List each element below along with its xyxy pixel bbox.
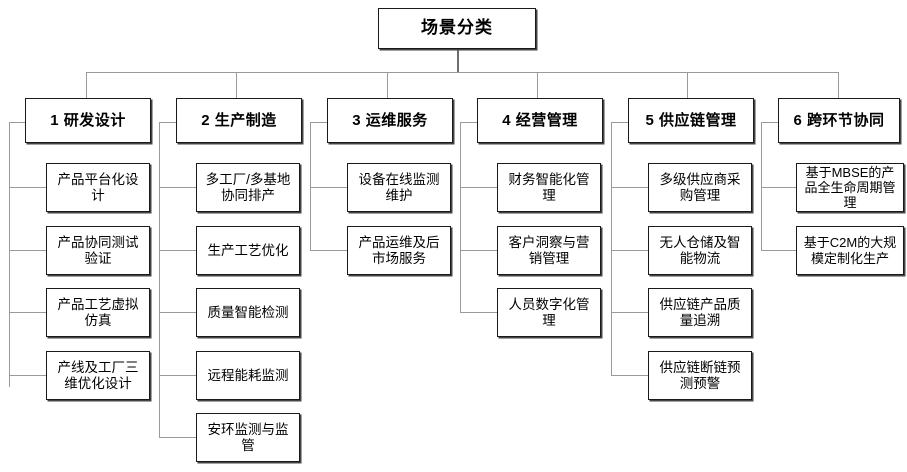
- branch-4-child-stub-3: [460, 312, 497, 313]
- root-node-scene-classification[interactable]: 场景分类: [378, 8, 536, 49]
- branch-drop-3: [387, 72, 388, 98]
- branch-4-child-stub-1: [460, 187, 497, 188]
- branch-1-child-2-label: 产品协同测试验证: [57, 234, 139, 266]
- branch-1-child-3[interactable]: 产品工艺虚拟仿真: [46, 288, 150, 337]
- branch-1-child-stub-3: [9, 312, 46, 313]
- branch-3-child-1[interactable]: 设备在线监测维护: [347, 163, 451, 212]
- branch-3-child-1-label: 设备在线监测维护: [358, 171, 440, 203]
- branch-5-child-2[interactable]: 无人仓储及智能物流: [648, 226, 752, 275]
- branch-6-child-stub-1: [761, 187, 796, 188]
- branch-header-5-label: 5 供应链管理: [645, 111, 737, 129]
- branch-drop-6: [838, 72, 839, 98]
- branch-2-child-2-label: 生产工艺优化: [207, 242, 289, 258]
- branch-2-child-3-label: 质量智能检测: [207, 304, 289, 320]
- branch-2-child-stub-4: [159, 375, 196, 376]
- root-node-label: 场景分类: [421, 18, 493, 38]
- branch-6-child-2-label: 基于C2M的大规模定制化生产: [803, 235, 897, 266]
- branch-2-head-stub: [159, 122, 176, 123]
- branch-header-5[interactable]: 5 供应链管理: [628, 98, 754, 143]
- branch-6-child-1[interactable]: 基于MBSE的产品全生命周期管理: [796, 163, 904, 212]
- branch-5-child-1-label: 多级供应商采购管理: [659, 171, 741, 203]
- branch-5-child-1[interactable]: 多级供应商采购管理: [648, 163, 752, 212]
- branch-2-child-2[interactable]: 生产工艺优化: [196, 226, 300, 275]
- branch-1-child-4[interactable]: 产线及工厂三维优化设计: [46, 351, 150, 400]
- branch-5-child-3[interactable]: 供应链产品质量追溯: [648, 288, 752, 337]
- branch-2-child-4-label: 远程能耗监测: [207, 367, 289, 383]
- branch-header-6-label: 6 跨环节协同: [793, 111, 885, 129]
- branch-1-child-2[interactable]: 产品协同测试验证: [46, 226, 150, 275]
- branch-2-child-3[interactable]: 质量智能检测: [196, 288, 300, 337]
- branch-2-child-stub-1: [159, 187, 196, 188]
- branch-1-child-stub-1: [9, 187, 46, 188]
- branch-drop-4: [537, 72, 538, 98]
- branch-5-spine: [611, 122, 612, 375]
- branch-2-child-4[interactable]: 远程能耗监测: [196, 351, 300, 400]
- branch-header-6[interactable]: 6 跨环节协同: [778, 98, 900, 143]
- branch-1-child-1-label: 产品平台化设计: [57, 171, 139, 203]
- branch-4-child-2-label: 客户洞察与营销管理: [508, 234, 590, 266]
- branch-4-spine: [460, 122, 461, 312]
- branch-1-child-stub-4: [9, 375, 46, 376]
- branch-6-child-stub-2: [761, 250, 796, 251]
- branch-4-child-3-label: 人员数字化管理: [508, 296, 590, 328]
- branch-header-4[interactable]: 4 经营管理: [477, 98, 603, 143]
- branch-2-child-1-label: 多工厂/多基地协同排产: [205, 171, 291, 203]
- branch-1-child-3-label: 产品工艺虚拟仿真: [57, 296, 139, 328]
- branch-3-head-stub: [310, 122, 327, 123]
- branch-drop-2: [236, 72, 237, 98]
- branch-2-spine: [159, 122, 160, 438]
- branch-3-spine: [310, 122, 311, 250]
- branch-1-child-4-label: 产线及工厂三维优化设计: [57, 359, 139, 391]
- branch-3-child-stub-1: [310, 187, 347, 188]
- branch-3-child-2[interactable]: 产品运维及后市场服务: [347, 226, 451, 275]
- branch-5-child-2-label: 无人仓储及智能物流: [659, 234, 741, 266]
- root-bus-connector: [86, 72, 839, 73]
- branch-drop-1: [86, 72, 87, 98]
- branch-drop-5: [687, 72, 688, 98]
- branch-4-child-stub-2: [460, 250, 497, 251]
- branch-header-2[interactable]: 2 生产制造: [176, 98, 302, 143]
- branch-2-child-stub-5: [159, 437, 196, 438]
- branch-5-child-stub-4: [611, 375, 648, 376]
- branch-3-child-stub-2: [310, 250, 347, 251]
- branch-6-child-1-label: 基于MBSE的产品全生命周期管理: [804, 164, 896, 211]
- branch-1-child-1[interactable]: 产品平台化设计: [46, 163, 150, 212]
- branch-4-head-stub: [460, 122, 477, 123]
- branch-4-child-2[interactable]: 客户洞察与营销管理: [497, 226, 601, 275]
- branch-header-3[interactable]: 3 运维服务: [327, 98, 453, 143]
- branch-header-3-label: 3 运维服务: [352, 111, 428, 129]
- branch-header-1-label: 1 研发设计: [50, 111, 126, 129]
- branch-1-child-stub-2: [9, 250, 46, 251]
- branch-5-child-stub-2: [611, 250, 648, 251]
- branch-2-child-stub-2: [159, 250, 196, 251]
- branch-header-4-label: 4 经营管理: [502, 111, 578, 129]
- branch-2-child-1[interactable]: 多工厂/多基地协同排产: [196, 163, 300, 212]
- branch-6-head-stub: [761, 122, 778, 123]
- branch-4-child-3[interactable]: 人员数字化管理: [497, 288, 601, 337]
- branch-5-child-4[interactable]: 供应链断链预测预警: [648, 351, 752, 400]
- branch-4-child-1-label: 财务智能化管理: [508, 171, 590, 203]
- branch-1-spine: [9, 122, 10, 387]
- branch-5-child-3-label: 供应链产品质量追溯: [659, 296, 741, 328]
- branch-6-child-2[interactable]: 基于C2M的大规模定制化生产: [796, 226, 904, 275]
- branch-2-child-stub-3: [159, 312, 196, 313]
- root-stem-connector: [457, 48, 459, 73]
- branch-5-head-stub: [611, 122, 628, 123]
- branch-5-child-4-label: 供应链断链预测预警: [659, 359, 741, 391]
- branch-5-child-stub-3: [611, 312, 648, 313]
- branch-header-1[interactable]: 1 研发设计: [25, 98, 151, 143]
- branch-header-2-label: 2 生产制造: [201, 111, 277, 129]
- branch-3-child-2-label: 产品运维及后市场服务: [358, 234, 440, 266]
- branch-6-spine: [761, 122, 762, 250]
- branch-2-child-5-label: 安环监测与监管: [207, 421, 289, 453]
- branch-5-child-stub-1: [611, 187, 648, 188]
- branch-4-child-1[interactable]: 财务智能化管理: [497, 163, 601, 212]
- branch-2-child-5[interactable]: 安环监测与监管: [196, 413, 300, 462]
- branch-1-head-stub: [9, 122, 26, 123]
